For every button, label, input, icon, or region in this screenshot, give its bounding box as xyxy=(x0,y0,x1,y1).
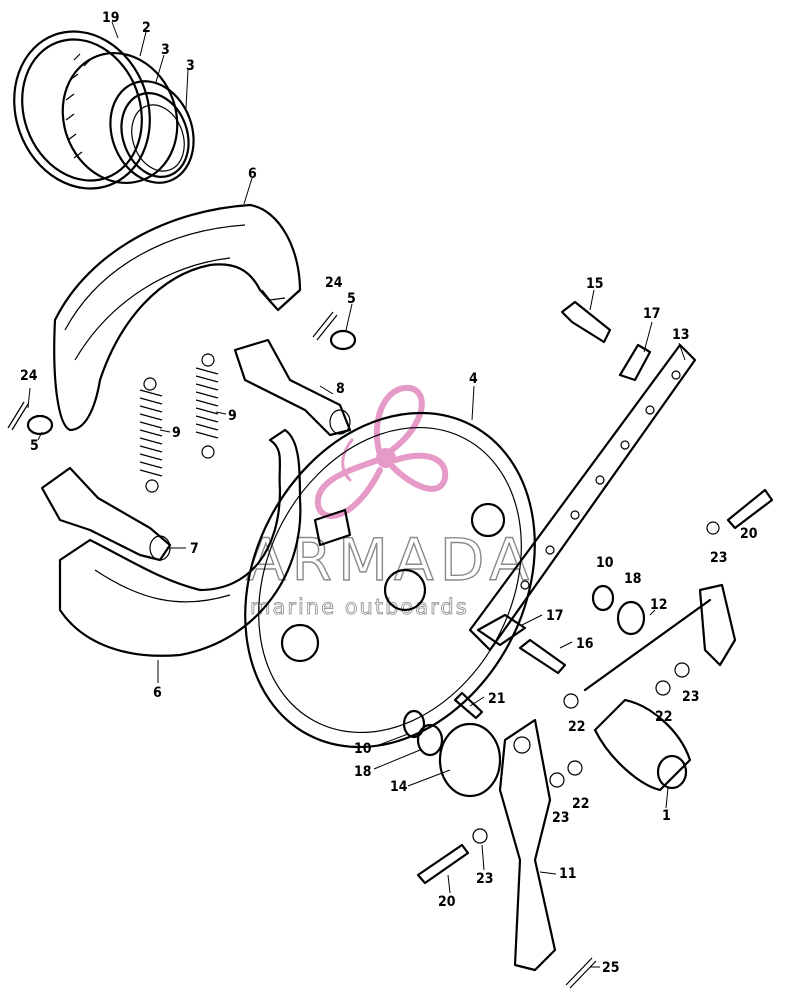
callout-24-left: 24 xyxy=(20,368,38,384)
callout-10-right: 10 xyxy=(596,555,614,571)
callout-23-b: 23 xyxy=(682,689,700,705)
callout-21: 21 xyxy=(488,691,506,707)
callout-1: 1 xyxy=(662,808,671,824)
callout-13: 13 xyxy=(672,327,690,343)
callout-11: 11 xyxy=(559,866,577,882)
clip-17-mid xyxy=(476,613,527,647)
washer-10-left xyxy=(402,709,426,739)
bolt-21 xyxy=(453,691,484,720)
cotter-pin-24-left xyxy=(7,401,29,431)
washer-23-right xyxy=(706,521,720,535)
nut-22-a xyxy=(563,693,579,709)
callout-10-left: 10 xyxy=(354,741,372,757)
washer-5-mid xyxy=(329,329,357,351)
callout-7: 7 xyxy=(190,541,199,557)
callout-8: 8 xyxy=(336,381,345,397)
return-springs xyxy=(139,353,219,493)
washer-5-left xyxy=(26,414,54,436)
drum-gear-assembly xyxy=(13,30,195,190)
callout-3a: 3 xyxy=(161,42,170,58)
callout-14: 14 xyxy=(390,779,408,795)
watermark-tagline: marine outboards xyxy=(250,595,469,619)
washer-23-b xyxy=(674,662,690,678)
callout-24-mid: 24 xyxy=(325,275,343,291)
callout-5-mid: 5 xyxy=(347,291,356,307)
brake-arm xyxy=(498,718,557,972)
washer-23-c xyxy=(549,772,565,788)
washer-18-right xyxy=(616,600,646,636)
bolt-15 xyxy=(560,300,612,344)
callout-18-left: 18 xyxy=(354,764,372,780)
callout-19-top: 19 xyxy=(102,10,120,26)
brake-shoe-lower xyxy=(58,428,302,657)
callout-labels: 19 2 3 3 6 24 5 8 24 5 9 9 7 6 4 15 17 1… xyxy=(20,10,758,976)
washer-18-left xyxy=(416,723,444,757)
torque-stay xyxy=(468,343,697,652)
propeller-logo xyxy=(314,384,449,519)
callout-22-c: 22 xyxy=(572,796,590,812)
cam-shaft-7 xyxy=(40,466,172,562)
callout-17-mid: 17 xyxy=(546,608,564,624)
cotter-pin-25 xyxy=(565,957,597,989)
callout-23-right: 23 xyxy=(710,550,728,566)
callout-6-bottom: 6 xyxy=(153,685,162,701)
callout-22-a: 22 xyxy=(568,719,586,735)
nut-22-c xyxy=(567,760,583,776)
callout-20-bottom: 20 xyxy=(438,894,456,910)
brake-shoe-upper xyxy=(53,203,302,432)
callout-20-right: 20 xyxy=(740,526,758,542)
cotter-pin-24-mid xyxy=(312,311,338,341)
bolt-16 xyxy=(518,638,567,675)
callout-6-top: 6 xyxy=(248,166,257,182)
callout-9-left: 9 xyxy=(172,425,181,441)
callout-22-b: 22 xyxy=(655,709,673,725)
callout-15: 15 xyxy=(586,276,604,292)
brake-rod xyxy=(583,583,737,692)
callout-23-c: 23 xyxy=(552,810,570,826)
clip-17 xyxy=(618,343,652,382)
callout-4: 4 xyxy=(469,371,478,387)
leader-lines xyxy=(27,21,686,968)
callout-23-bottom: 23 xyxy=(476,871,494,887)
callout-9-right: 9 xyxy=(228,408,237,424)
callout-25: 25 xyxy=(602,960,620,976)
pivot-sleeve xyxy=(593,698,692,792)
callout-16: 16 xyxy=(576,636,594,652)
callout-3b: 3 xyxy=(186,58,195,74)
callout-18-right: 18 xyxy=(624,571,642,587)
callout-2: 2 xyxy=(142,20,151,36)
callout-5-left: 5 xyxy=(30,438,39,454)
callout-17-top: 17 xyxy=(643,306,661,322)
o-ring-14 xyxy=(438,722,502,798)
callout-12: 12 xyxy=(650,597,668,613)
washer-10-right xyxy=(591,584,615,612)
washer-23-bottom xyxy=(472,828,488,844)
cam-shaft-8 xyxy=(233,338,352,437)
bolt-20-right xyxy=(726,488,774,530)
bolt-20-bottom xyxy=(416,843,470,885)
nut-22-b xyxy=(655,680,671,696)
